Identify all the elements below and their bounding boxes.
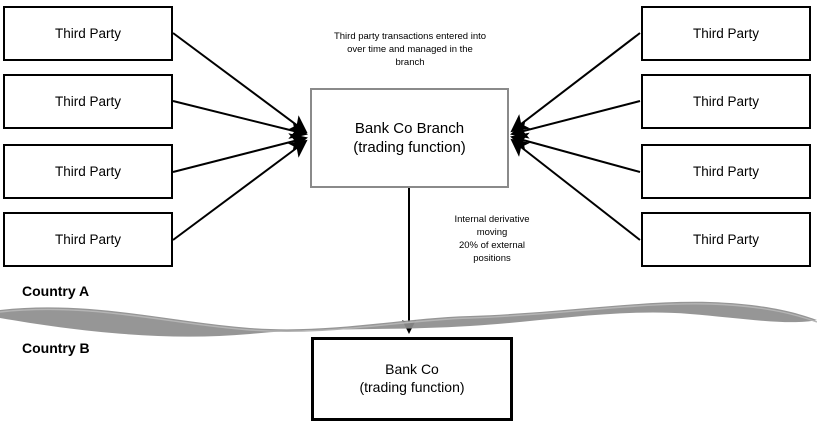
annotation-third-party-transactions: Third party transactions entered into ov… xyxy=(333,31,487,69)
bank-co-label: Bank Co (trading function) xyxy=(359,361,465,395)
country-label-upper: Country A xyxy=(22,283,90,299)
third-party-label: Third Party xyxy=(692,25,760,41)
third-party-label: Third Party xyxy=(692,231,760,247)
third-party-label: Third Party xyxy=(692,93,760,109)
connector-left-3 xyxy=(172,133,308,173)
annotation-internal-derivative: Internal derivative moving 20% of extern… xyxy=(454,214,530,265)
connector-right-2 xyxy=(510,100,641,139)
bank-co-box[interactable]: Bank Co (trading function) xyxy=(311,337,513,421)
third-party-label: Third Party xyxy=(54,93,122,109)
third-party-box-right-3[interactable]: Third Party xyxy=(641,144,811,199)
country-border-wave xyxy=(0,301,817,337)
connector-left-4 xyxy=(172,139,308,241)
third-party-box-left-2[interactable]: Third Party xyxy=(3,74,173,129)
connector-left-1 xyxy=(172,32,308,134)
connector-right-3 xyxy=(510,132,641,173)
third-party-label: Third Party xyxy=(692,163,760,179)
connector-left-2 xyxy=(172,100,308,139)
third-party-box-left-1[interactable]: Third Party xyxy=(3,6,173,61)
third-party-box-right-1[interactable]: Third Party xyxy=(641,6,811,61)
bank-co-branch-label: Bank Co Branch (trading function) xyxy=(353,119,466,156)
third-party-box-right-2[interactable]: Third Party xyxy=(641,74,811,129)
third-party-box-left-3[interactable]: Third Party xyxy=(3,144,173,199)
bank-co-branch-box[interactable]: Bank Co Branch (trading function) xyxy=(310,88,509,188)
third-party-box-right-4[interactable]: Third Party xyxy=(641,212,811,267)
right-connectors xyxy=(510,32,641,241)
third-party-label: Third Party xyxy=(54,231,122,247)
third-party-label: Third Party xyxy=(54,25,122,41)
connector-right-1 xyxy=(510,32,641,133)
third-party-label: Third Party xyxy=(54,163,122,179)
third-party-box-left-4[interactable]: Third Party xyxy=(3,212,173,267)
left-connectors xyxy=(172,32,308,241)
country-label-lower: Country B xyxy=(22,340,90,356)
